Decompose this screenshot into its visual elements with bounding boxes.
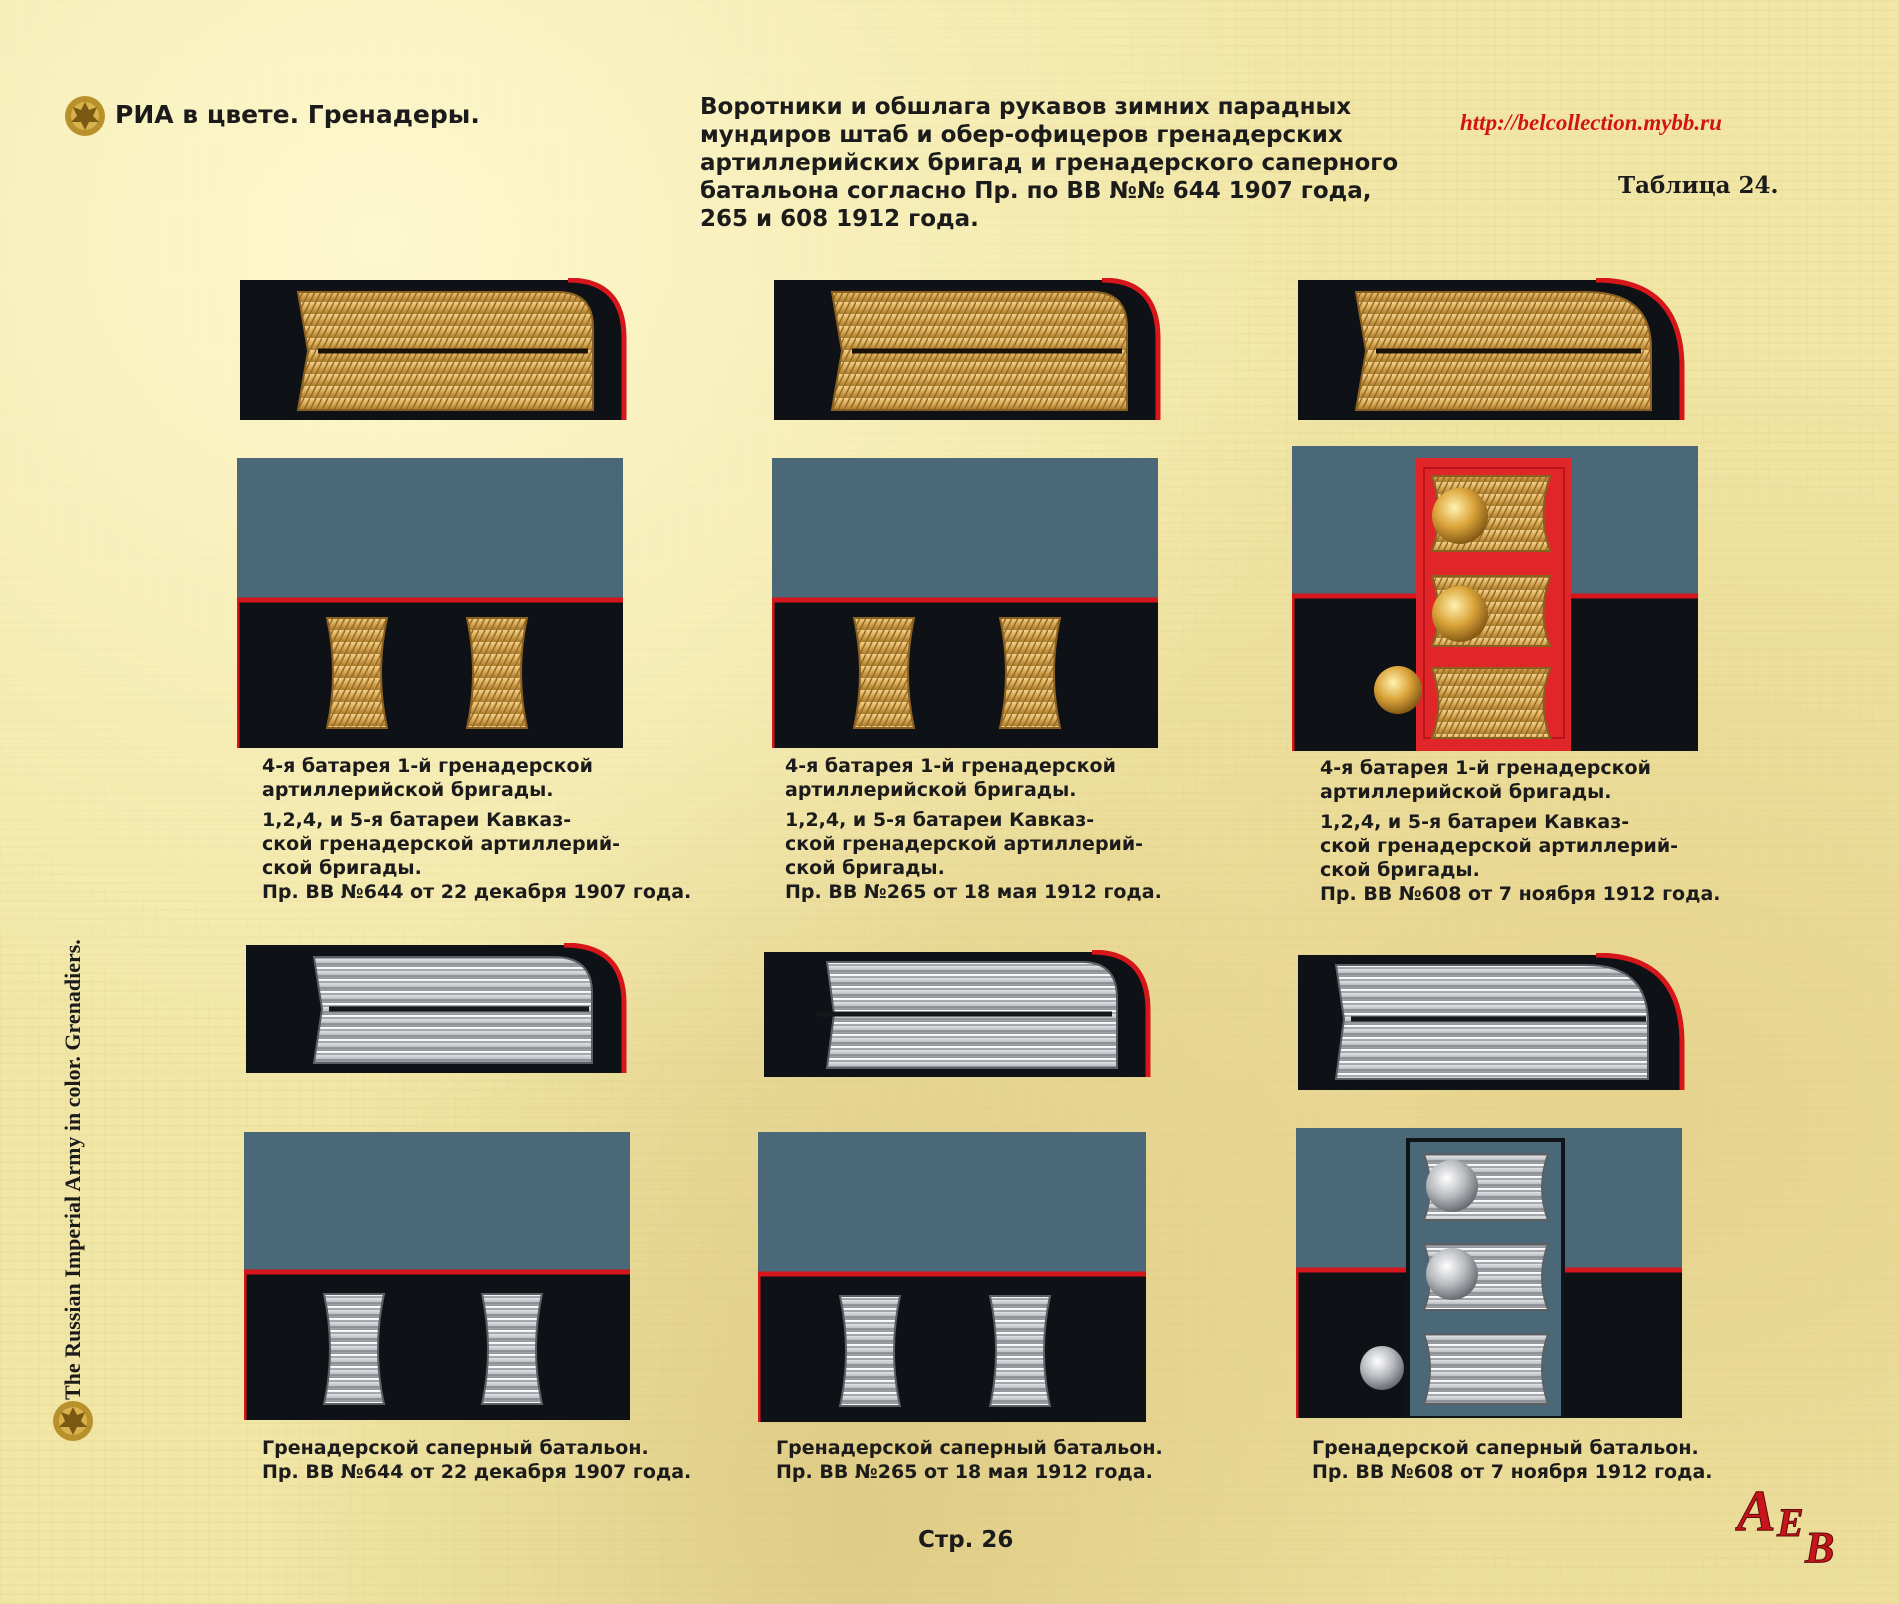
table-number: Таблица 24. (1618, 172, 1779, 199)
caption-top-3: 4-я батарея 1-й гренадерской артиллерийс… (1320, 757, 1721, 905)
caption-top-2: 4-я батарея 1-й гренадерской артиллерийс… (785, 755, 1162, 903)
svg-text:А: А (1735, 1478, 1776, 1543)
page-number: Стр. 26 (918, 1527, 1014, 1553)
gold-button-icon (1432, 488, 1488, 544)
cuff-gold-3 (1292, 446, 1698, 751)
svg-text:В: В (1804, 1523, 1834, 1570)
cuff-silver-1 (244, 1132, 630, 1420)
source-link[interactable]: http://belcollection.mybb.ru (1460, 110, 1722, 135)
collar-gold-3 (1298, 278, 1685, 420)
cuff-silver-3 (1296, 1128, 1682, 1418)
collar-silver-3 (1298, 953, 1685, 1090)
cuff-silver-2 (758, 1132, 1146, 1422)
caption-bottom-2: Гренадерской саперный батальон. Пр. ВВ №… (776, 1437, 1163, 1483)
side-caption: The Russian Imperial Army in color. Gren… (60, 939, 85, 1400)
aev-monogram-logo: А Е В (1735, 1478, 1835, 1571)
collar-silver-2 (764, 950, 1151, 1077)
collar-gold-1 (240, 278, 627, 420)
caption-bottom-1: Гренадерской саперный батальон. Пр. ВВ №… (262, 1437, 692, 1483)
caption-top-1: 4-я батарея 1-й гренадерской артиллерийс… (262, 755, 692, 903)
gold-cuff-button-loop (325, 617, 389, 729)
caption-bottom-3: Гренадерской саперный батальон. Пр. ВВ №… (1312, 1437, 1713, 1483)
svg-text:Е: Е (1776, 1500, 1804, 1545)
cuff-gold-2 (772, 458, 1158, 748)
plate-title: Воротники и обшлага рукавов зимних парад… (700, 94, 1399, 232)
imperial-eagle-icon (65, 96, 105, 136)
collar-silver-1 (246, 943, 627, 1073)
collar-gold-2 (774, 278, 1161, 420)
imperial-eagle-icon-bottom (53, 1401, 93, 1441)
cuff-gold-1 (237, 458, 623, 748)
silver-button-icon (1426, 1160, 1478, 1212)
series-title: РИА в цвете. Гренадеры. (115, 100, 480, 129)
